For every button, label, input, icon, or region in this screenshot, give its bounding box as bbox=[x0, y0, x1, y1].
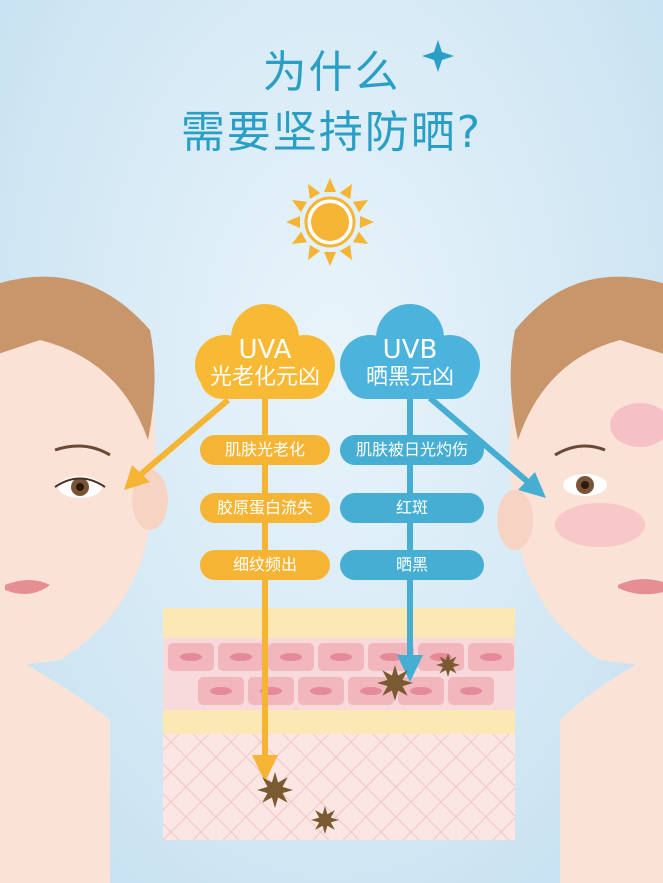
sun-ray bbox=[339, 183, 352, 200]
cell-nucleus bbox=[380, 653, 402, 661]
burst-icon bbox=[311, 806, 339, 834]
dermis-fiber bbox=[282, 734, 390, 840]
dermis-fiber bbox=[462, 787, 515, 840]
cell-nucleus bbox=[460, 687, 482, 695]
dermis-fiber bbox=[372, 734, 480, 840]
uva-effect: 肌肤光老化 bbox=[200, 435, 330, 465]
dermis-fiber bbox=[432, 757, 515, 840]
dermis-fiber bbox=[163, 734, 240, 811]
uvb-effect: 肌肤被日光灼伤 bbox=[340, 435, 484, 465]
sun-ray bbox=[308, 183, 321, 200]
uvb-effect: 晒黑 bbox=[340, 550, 484, 580]
sun-ray bbox=[291, 200, 308, 213]
uvb-effect: 红斑 bbox=[340, 493, 484, 523]
burst-icon bbox=[377, 665, 413, 701]
uva-effect: 细纹频出 bbox=[200, 550, 330, 580]
dermis-fiber bbox=[163, 793, 210, 840]
skin-cross-section bbox=[163, 608, 515, 840]
uvb-cloud-icon bbox=[340, 304, 480, 399]
sun-ray bbox=[360, 216, 374, 228]
dermis-fiber bbox=[462, 734, 515, 787]
uvb-label: UVB 晒黑元凶 bbox=[345, 336, 475, 392]
cell-nucleus bbox=[360, 687, 382, 695]
title-line-2: 需要坚持防晒? bbox=[180, 107, 483, 158]
dermis-fiber bbox=[342, 734, 450, 840]
uvb-desc: 晒黑元凶 bbox=[365, 365, 454, 390]
sun-ray bbox=[324, 252, 336, 266]
cell-nucleus bbox=[410, 687, 432, 695]
title-line-1: 为什么 bbox=[262, 47, 401, 98]
dermis-fiber bbox=[252, 734, 360, 840]
dermis-fiber bbox=[402, 734, 510, 840]
sun-ray bbox=[339, 244, 352, 261]
cell-nucleus bbox=[330, 653, 352, 661]
uvb-name: UVB bbox=[382, 335, 438, 365]
uva-effect: 胶原蛋白流失 bbox=[200, 493, 330, 523]
burst-icon bbox=[436, 653, 460, 677]
sun-ray bbox=[286, 216, 300, 228]
uva-desc: 光老化元凶 bbox=[209, 365, 320, 390]
dermis-fiber bbox=[492, 817, 515, 840]
uva-cloud-icon bbox=[195, 304, 335, 399]
burst-icon bbox=[257, 772, 293, 808]
dermis-fiber bbox=[492, 734, 515, 757]
sun-ray bbox=[352, 200, 369, 213]
dermis-fiber bbox=[163, 734, 210, 781]
cell-nucleus bbox=[180, 653, 202, 661]
cell-nucleus bbox=[280, 653, 302, 661]
dermis-fiber bbox=[192, 734, 300, 840]
uva-name: UVA bbox=[238, 335, 292, 365]
cell-nucleus bbox=[310, 687, 332, 695]
sun-icon bbox=[286, 178, 374, 266]
cell-nucleus bbox=[230, 653, 252, 661]
aged-face-illustration bbox=[0, 276, 168, 883]
cell-nucleus bbox=[210, 687, 232, 695]
dermis-fiber bbox=[163, 734, 270, 840]
sun-ray bbox=[352, 231, 369, 244]
sun-ray bbox=[324, 178, 336, 192]
sunburned-face-illustration bbox=[497, 276, 663, 883]
sun-ray bbox=[291, 231, 308, 244]
sparkle-icon bbox=[422, 40, 454, 72]
cell-nucleus bbox=[480, 653, 502, 661]
uva-label: UVA 光老化元凶 bbox=[200, 336, 330, 392]
sun-ray bbox=[308, 244, 321, 261]
